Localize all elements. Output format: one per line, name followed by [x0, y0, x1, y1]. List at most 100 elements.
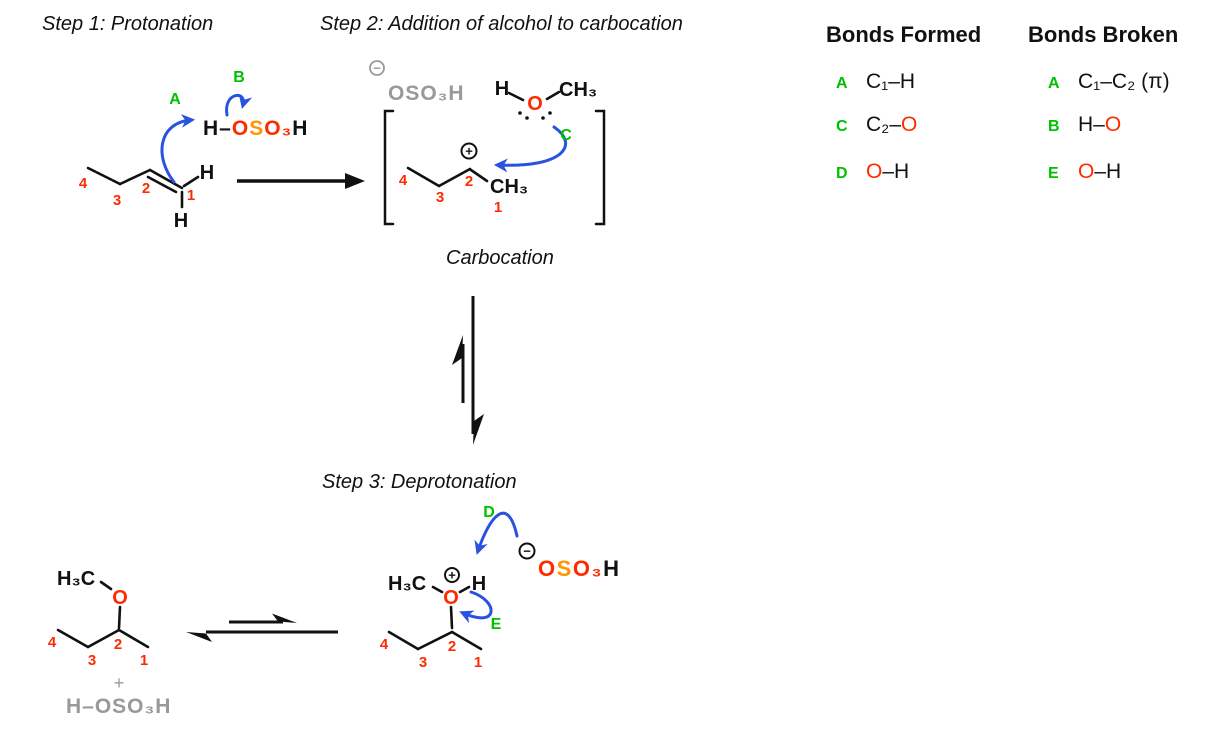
bond-text: O — [866, 160, 883, 183]
step2-brackets — [383, 109, 606, 226]
carbon-number: 2 — [114, 636, 122, 653]
arrow-label-c: C — [560, 127, 572, 144]
arrow-label-b: B — [233, 69, 245, 86]
carbon-number: 2 — [465, 173, 473, 190]
carbon-number: 3 — [113, 192, 121, 209]
bond-text: O — [901, 113, 918, 136]
carbon-number: 2 — [448, 638, 456, 655]
svg-text:+: + — [448, 568, 456, 583]
o-atom: O — [538, 556, 557, 581]
bonds-formed-row-2: C C₂–O — [836, 113, 917, 137]
h-atom: H — [603, 556, 620, 581]
svg-text:H–OSO₃H: H–OSO₃H — [203, 117, 308, 140]
h-atom: H — [203, 117, 219, 140]
o-atom: O — [527, 93, 543, 115]
byproduct-text: H–OSO₃H — [66, 695, 171, 718]
o-atom: O — [232, 117, 249, 140]
o-atom: O — [112, 587, 128, 609]
ch3-group: CH₃ — [559, 79, 597, 101]
plus-charge-icon: + — [444, 567, 460, 583]
product-ether: H₃C O 4 3 2 1 + H–OSO₃H — [48, 568, 171, 718]
h-atom: H — [292, 117, 308, 140]
minus-charge-icon: − — [369, 60, 385, 76]
bonds-broken-header: Bonds Broken — [1028, 22, 1179, 47]
bond-key: D — [836, 165, 848, 182]
curved-arrow-d — [474, 511, 519, 555]
carbon-number: 4 — [399, 172, 408, 189]
bonds-broken-row-1: A C₁–C₂ (π) — [1048, 70, 1170, 94]
svg-text:OSO₃H: OSO₃H — [538, 556, 621, 581]
h-atom: H — [472, 573, 486, 595]
bonds-formed-row-3: D O–H — [836, 160, 909, 184]
bond-dash: – — [219, 117, 232, 140]
o3-group: O₃ — [264, 117, 292, 140]
arrow-label-e: E — [491, 616, 502, 633]
bond-text: O — [1104, 113, 1122, 136]
lone-pair-dots — [518, 111, 552, 120]
step3-counterion: − OSO₃H — [518, 542, 621, 581]
bond-text: C₁–C₂ (π) — [1078, 70, 1170, 93]
step2-title: Step 2: Addition of alcohol to carbocati… — [320, 13, 683, 35]
o-atom: O — [443, 587, 459, 609]
h3c-group: H₃C — [57, 568, 95, 590]
o3-group: O₃ — [573, 556, 603, 581]
step1-title: Step 1: Protonation — [42, 13, 214, 35]
svg-text:−: − — [523, 544, 531, 559]
bonds-broken-row-3: E O–H — [1048, 160, 1121, 184]
reaction-arrow — [237, 173, 365, 189]
step1-sulfuric-acid: H–OSO₃H — [203, 117, 308, 140]
step2-methanol: H O CH₃ — [495, 78, 597, 120]
h3c-group: H₃C — [388, 573, 426, 595]
s-atom: S — [557, 556, 573, 581]
step1-alkene: H H 4 3 2 1 — [79, 162, 214, 232]
carbon-number: 3 — [419, 654, 427, 671]
carbon-number: 1 — [187, 187, 195, 204]
h-atom: H — [495, 78, 509, 100]
bond-key: C — [836, 118, 848, 135]
curved-arrow-c — [493, 125, 567, 173]
bonds-broken-row-2: B H–O — [1048, 113, 1121, 137]
bond-text: –H — [1094, 160, 1122, 183]
arrow-label-d: D — [483, 504, 495, 521]
bond-text: C₁–H — [866, 70, 916, 93]
bond-text: O — [1078, 160, 1095, 183]
bonds-formed-header: Bonds Formed — [826, 22, 982, 47]
svg-text:−: − — [373, 61, 381, 76]
bond-key: E — [1048, 165, 1059, 182]
carbon-number: 2 — [142, 180, 150, 197]
carbon-number: 4 — [79, 175, 88, 192]
bisulfate-text: OSO₃H — [388, 82, 465, 105]
step3-curved-arrow-d: D — [474, 504, 519, 555]
carbon-number: 3 — [88, 652, 96, 669]
step3-oxonium: H₃C O + H 4 3 2 1 — [380, 567, 486, 671]
bond-text: H– — [1078, 113, 1105, 136]
bond-text: C₂– — [866, 113, 901, 136]
horizontal-equilibrium-arrows — [186, 613, 338, 642]
step2-carbocation: CH₃ + 4 3 2 1 — [399, 142, 528, 216]
bond-key: B — [1048, 118, 1060, 135]
s-atom: S — [249, 117, 264, 140]
step3-curved-arrow-e: E — [459, 590, 502, 633]
carbon-number: 1 — [474, 654, 482, 671]
curved-arrow-e — [459, 590, 493, 624]
ch3-group: CH₃ — [490, 176, 528, 198]
plus-charge-icon: + — [460, 142, 478, 160]
bond-text: –H — [882, 160, 910, 183]
h-atom: H — [200, 162, 214, 184]
carbon-number: 3 — [436, 189, 444, 206]
minus-charge-icon: − — [518, 542, 536, 560]
step3-title: Step 3: Deprotonation — [322, 471, 517, 493]
bond-key: A — [836, 75, 848, 92]
step2-counterion-gray: − OSO₃H — [369, 60, 465, 105]
step2-curved-arrow: C — [493, 125, 572, 173]
carbon-number: 1 — [494, 199, 502, 216]
arrow-label-a: A — [169, 91, 181, 108]
svg-text:+: + — [465, 144, 473, 159]
carbon-number: 4 — [380, 636, 389, 653]
bond-key: A — [1048, 75, 1060, 92]
bonds-formed-row-1: A C₁–H — [836, 70, 915, 94]
h-atom: H — [174, 210, 188, 232]
vertical-equilibrium-arrows — [452, 296, 484, 445]
